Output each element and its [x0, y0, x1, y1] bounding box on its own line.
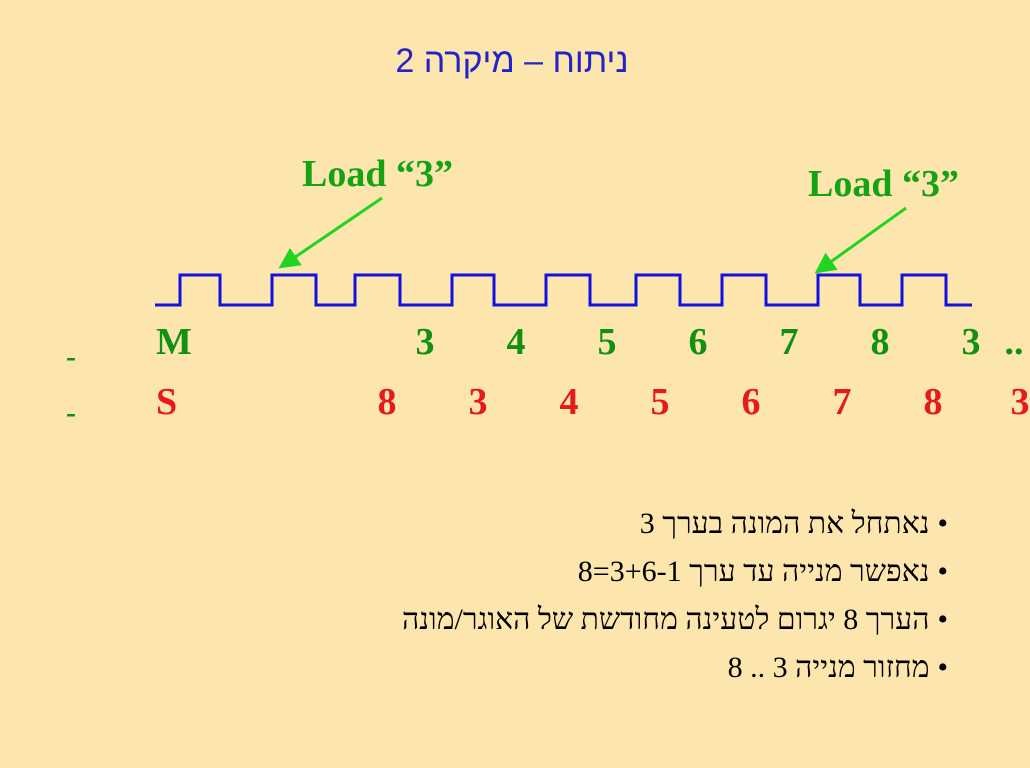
- m-value: 4: [506, 321, 526, 363]
- m-value: 6: [688, 321, 708, 363]
- bullet-text: נאתחל את המונה בערך 3: [639, 507, 930, 540]
- m-value: 3: [415, 321, 435, 363]
- load-annotation-right: Load “3”: [808, 163, 959, 205]
- m-value: 7: [779, 321, 799, 363]
- bullet-list: •נאתחל את המונה בערך 3 •נאפשר מנייה עד ע…: [402, 500, 948, 692]
- slide-title: ניתוח – מיקרה 2: [395, 42, 629, 80]
- s-value: 7: [832, 381, 852, 423]
- bullet-marker: •: [937, 555, 948, 588]
- bullet-marker: •: [937, 651, 948, 684]
- s-value: 6: [741, 381, 761, 423]
- row-label-m: M: [156, 321, 192, 363]
- load-arrow-left: [278, 196, 383, 269]
- side-mark-bottom: -: [66, 396, 76, 429]
- s-value: 4: [559, 381, 579, 423]
- m-value: 3: [961, 321, 981, 363]
- load-arrow-right: [814, 206, 907, 274]
- bullet-item: •נאפשר מנייה עד ערך 3+6-1=8: [402, 548, 948, 596]
- bullet-text: הערך 8 יגרום לטעינה מחודשת של האוגר/מונה: [402, 603, 930, 636]
- bullet-marker: •: [937, 603, 948, 636]
- m-value: 8: [870, 321, 890, 363]
- bullet-text: מחזור מנייה 3 .. 8: [727, 651, 930, 684]
- clock-waveform: [155, 273, 972, 307]
- bullet-item: •נאתחל את המונה בערך 3: [402, 500, 948, 548]
- s-value: 3: [1010, 381, 1030, 423]
- s-value: 8: [377, 381, 397, 423]
- s-value: 3: [468, 381, 488, 423]
- s-value: 8: [923, 381, 943, 423]
- load-annotation-left: Load “3”: [302, 153, 453, 195]
- bullet-item: •הערך 8 יגרום לטעינה מחודשת של האוגר/מונ…: [402, 596, 948, 644]
- bullet-text: נאפשר מנייה עד ערך 3+6-1=8: [577, 555, 930, 588]
- s-value: 5: [650, 381, 670, 423]
- bullet-marker: •: [937, 507, 948, 540]
- side-mark-top: -: [66, 340, 76, 373]
- bullet-item: •מחזור מנייה 3 .. 8: [402, 644, 948, 692]
- m-value: 5: [597, 321, 617, 363]
- m-value-ellipsis: ..: [1004, 321, 1024, 363]
- row-label-s: S: [156, 381, 178, 423]
